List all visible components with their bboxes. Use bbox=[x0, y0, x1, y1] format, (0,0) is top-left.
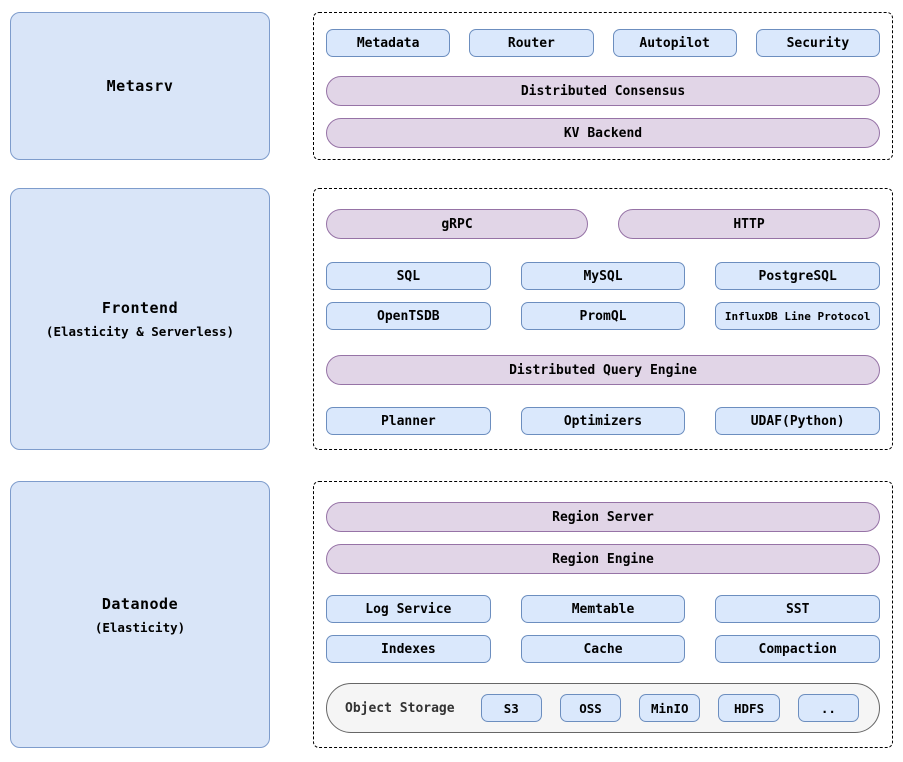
frontend-protocols-row2: OpenTSDB PromQL InfluxDB Line Protocol bbox=[326, 302, 881, 330]
node-mysql: MySQL bbox=[520, 262, 686, 290]
node-planner: Planner bbox=[326, 407, 491, 435]
metasrv-section: Metasrv Metadata Router Autopilot Securi… bbox=[10, 12, 903, 160]
node-memtable: Memtable bbox=[520, 595, 686, 623]
node-sst: SST bbox=[715, 595, 881, 623]
node-router: Router bbox=[469, 29, 594, 57]
node-minio: MinIO bbox=[639, 694, 701, 722]
pill-grpc: gRPC bbox=[326, 209, 588, 239]
node-other-storage: .. bbox=[797, 694, 859, 722]
node-optimizers: Optimizers bbox=[520, 407, 686, 435]
frontend-protocols-row1: SQL MySQL PostgreSQL bbox=[326, 262, 881, 290]
frontend-title: Frontend bbox=[101, 299, 179, 317]
node-cache: Cache bbox=[520, 635, 686, 663]
node-sql: SQL bbox=[326, 262, 491, 290]
node-security: Security bbox=[755, 29, 880, 57]
pill-region-server: Region Server bbox=[326, 502, 880, 532]
node-influxdb-line-protocol: InfluxDB Line Protocol bbox=[715, 302, 881, 330]
node-promql: PromQL bbox=[520, 302, 686, 330]
pill-distributed-query-engine: Distributed Query Engine bbox=[326, 355, 880, 385]
pill-http: HTTP bbox=[618, 209, 880, 239]
node-indexes: Indexes bbox=[326, 635, 491, 663]
frontend-panel: Frontend (Elasticity & Serverless) bbox=[10, 188, 270, 450]
frontend-engine-modules-row: Planner Optimizers UDAF(Python) bbox=[326, 407, 881, 435]
metasrv-panel: Metasrv bbox=[10, 12, 270, 160]
metasrv-title: Metasrv bbox=[106, 77, 174, 95]
frontend-section: Frontend (Elasticity & Serverless) gRPC … bbox=[10, 188, 903, 450]
node-s3: S3 bbox=[480, 694, 542, 722]
node-postgresql: PostgreSQL bbox=[715, 262, 881, 290]
datanode-modules-row1: Log Service Memtable SST bbox=[326, 595, 881, 623]
node-udaf-python: UDAF(Python) bbox=[715, 407, 881, 435]
node-log-service: Log Service bbox=[326, 595, 491, 623]
datanode-panel: Datanode (Elasticity) bbox=[10, 481, 270, 748]
frontend-subtitle: (Elasticity & Serverless) bbox=[45, 324, 235, 339]
pill-region-engine: Region Engine bbox=[326, 544, 880, 574]
node-hdfs: HDFS bbox=[718, 694, 780, 722]
metasrv-container: Metadata Router Autopilot Security Distr… bbox=[313, 12, 893, 160]
node-autopilot: Autopilot bbox=[612, 29, 737, 57]
frontend-entry-row: gRPC HTTP bbox=[326, 209, 880, 239]
metasrv-modules-row: Metadata Router Autopilot Security bbox=[326, 29, 880, 57]
datanode-modules-row2: Indexes Cache Compaction bbox=[326, 635, 881, 663]
datanode-section: Datanode (Elasticity) Region Server Regi… bbox=[10, 481, 903, 748]
object-storage-label: Object Storage bbox=[345, 700, 455, 716]
node-oss: OSS bbox=[559, 694, 622, 722]
frontend-container: gRPC HTTP SQL MySQL PostgreSQL OpenTSDB … bbox=[313, 188, 893, 450]
node-metadata: Metadata bbox=[326, 29, 451, 57]
pill-distributed-consensus: Distributed Consensus bbox=[326, 76, 880, 106]
datanode-title: Datanode bbox=[101, 594, 179, 613]
object-storage-group: Object Storage S3 OSS MinIO HDFS .. bbox=[326, 683, 880, 733]
pill-kv-backend: KV Backend bbox=[326, 118, 880, 148]
node-compaction: Compaction bbox=[715, 635, 881, 663]
datanode-subtitle: (Elasticity) bbox=[94, 619, 186, 635]
datanode-container: Region Server Region Engine Log Service … bbox=[313, 481, 893, 748]
node-opentsdb: OpenTSDB bbox=[326, 302, 491, 330]
